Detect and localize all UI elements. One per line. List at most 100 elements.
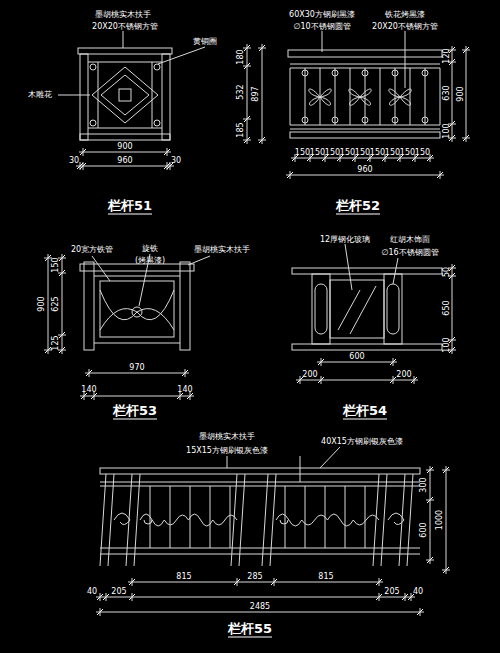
stroke [152,62,153,128]
dim-tick [97,609,103,615]
annotation-label: 897 [252,86,260,101]
annotation-label: 600 [349,353,364,361]
dim-tick [103,594,109,600]
bottom-rail [290,132,440,138]
scroll-curl [388,513,404,525]
leader-line [345,244,352,290]
title-underline [336,214,380,215]
dim-tick [86,370,92,376]
annotation-label: 100 [443,337,451,352]
annotation-label: 40X15方钢刷银灰色漆 [321,438,403,446]
dim-tick [411,377,417,383]
extension-line [414,376,415,384]
annotation-label: 150 [370,149,385,157]
stroke [98,62,99,128]
extension-line [237,578,238,586]
leader-line [405,31,406,88]
annotation-label: 815 [176,573,191,581]
steel-bar [395,68,396,125]
ring [332,117,338,123]
ring [422,70,428,76]
annotation-label: 旋铁 [142,245,158,253]
dim-tick [259,137,265,143]
dim-tick [390,359,396,365]
post [162,54,170,140]
steel-bar [365,68,366,125]
drawing-title: 栏杆54 [343,404,387,417]
dim-tick [234,579,240,585]
bottom-rail [80,134,170,140]
dim-tick [271,579,277,585]
annotation-label: 红胡木饰面 [390,236,430,244]
stroke [100,486,420,487]
extension-line [442,570,450,571]
post [80,54,88,140]
dimension-line [62,254,63,354]
dim-tick [129,594,135,600]
dim-tick [417,609,423,615]
post-capsule [387,284,399,334]
extension-line [89,369,90,377]
annotation-label: 木雕花 [28,91,52,99]
extension-line [100,593,101,601]
annotation-label: 30 [69,157,79,165]
extension-line [243,140,251,141]
dim-tick [318,359,324,365]
iron-flower [309,89,332,105]
extension-line [405,593,406,601]
annotation-label: 铁花烤黑漆 [385,11,425,19]
dim-tick [376,579,382,585]
slanted-post [407,474,413,566]
annotation-label: 150 [400,149,415,157]
annotation-label: 205 [111,588,126,596]
dim-tick [164,163,170,169]
slanted-post [108,474,114,566]
dim-tick [427,557,433,563]
leader-line [58,95,90,96]
title-underline [343,419,387,420]
dim-tick [45,255,51,261]
annotation-label: 60X30方钢刷黑漆 [289,11,355,19]
slanted-post [100,474,106,566]
steel-bar [335,68,336,125]
dimension-line [96,612,424,613]
glass-hatch [350,286,376,334]
square-bar [285,486,286,548]
extension-line [83,148,84,156]
ring [422,117,428,123]
annotation-label: 185 [237,122,245,137]
dimension-line [286,175,444,176]
slanted-post [126,474,132,566]
extension-line [426,560,434,561]
dim-tick [182,370,188,376]
extension-line [393,358,394,366]
dim-tick [297,377,303,383]
annotation-label: 970 [129,364,144,372]
extension-line [100,608,101,616]
extension-line [132,593,133,601]
extension-line [442,470,450,471]
annotation-label: 黄铜圈 [193,38,217,46]
dimension-line [446,466,447,574]
drawing-title: 栏杆53 [113,404,157,417]
title-underline [113,419,157,420]
extension-line [426,470,434,471]
annotation-label: 15X15方钢刷银灰色漆 [186,447,268,455]
annotation-label: 180 [237,49,245,64]
extension-line [379,593,380,601]
scroll-curl [144,520,152,524]
leader-line [393,258,398,284]
post [180,262,190,350]
brass-ring [90,64,96,70]
annotation-label: 40 [413,588,423,596]
annotation-label: 30 [171,157,181,165]
square-bar [305,486,306,548]
extension-line [290,171,291,179]
dim-tick [463,135,469,141]
stroke [94,343,180,344]
scroll-ornament [140,514,237,526]
annotation-label: 285 [247,573,262,581]
dim-tick [244,116,250,122]
